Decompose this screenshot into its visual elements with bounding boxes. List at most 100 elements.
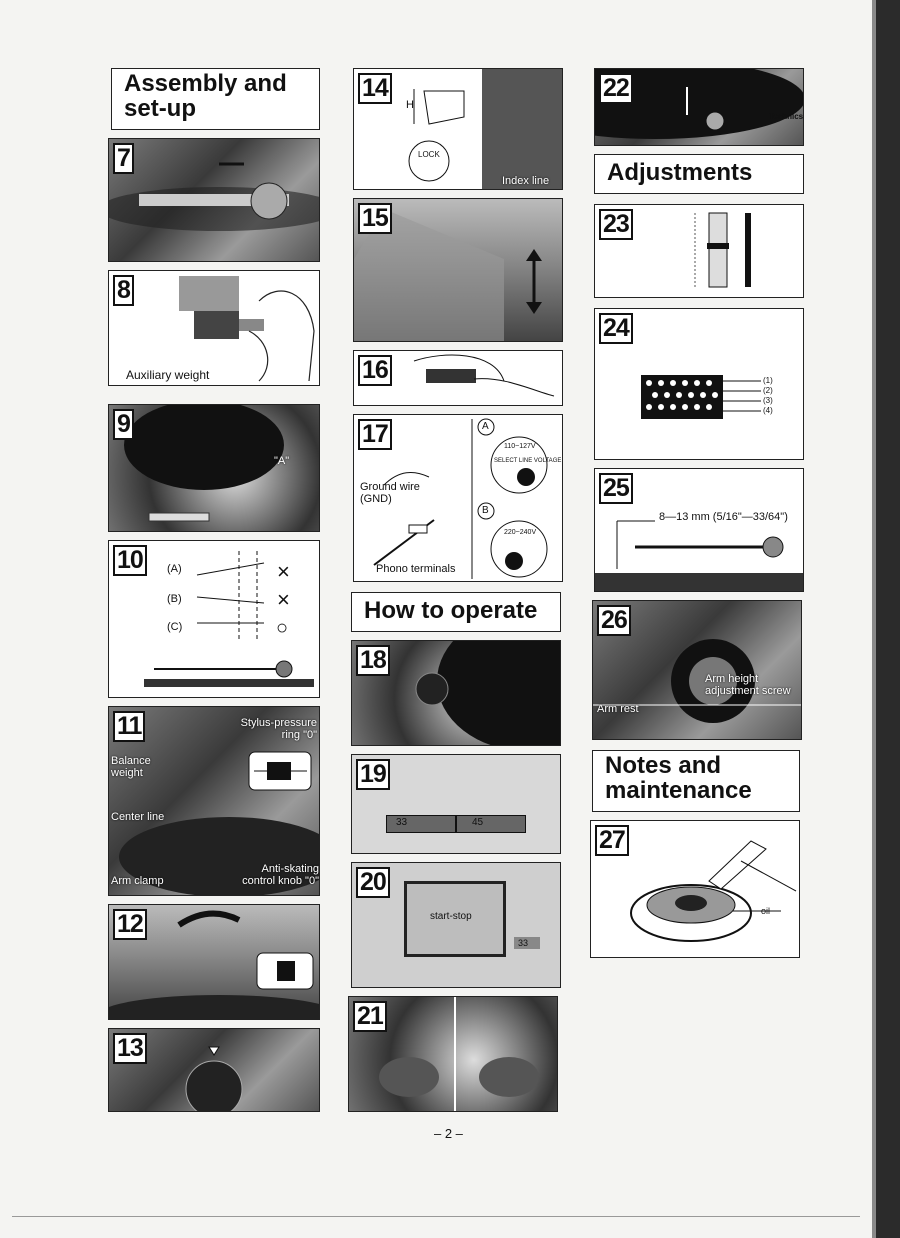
figure-number: 23 bbox=[599, 209, 633, 240]
start-stop-label: start-stop bbox=[430, 911, 472, 922]
strobe-row-1-label: (1) bbox=[763, 376, 773, 385]
platter-photo-icon bbox=[124, 405, 284, 522]
dust-cover-icon bbox=[354, 209, 542, 341]
figure-number: 24 bbox=[599, 313, 633, 344]
start-stop-button[interactable] bbox=[404, 881, 506, 957]
heading-adjustments: Adjustments bbox=[594, 154, 804, 194]
lock-label: LOCK bbox=[418, 150, 440, 159]
figure-number: 25 bbox=[599, 473, 633, 504]
figure-20: 20 start-stop 33 bbox=[351, 862, 561, 988]
counterweight-photo-icon bbox=[119, 751, 319, 895]
figure-27: 27 oil bbox=[590, 820, 800, 958]
figure-22: 22 Technics bbox=[594, 68, 804, 146]
arm-rest-label: Arm rest bbox=[597, 703, 639, 715]
strobe-row-3-label: (3) bbox=[763, 396, 773, 405]
anti-skating-label: Anti-skating control knob "0" bbox=[242, 863, 319, 887]
figure-number: 10 bbox=[113, 545, 147, 576]
heading-assembly-text: Assembly and set-up bbox=[124, 70, 287, 122]
balance-diagram-icon bbox=[144, 551, 314, 687]
figure-17: 17 Ground wire (GND) Phono terminals A B… bbox=[353, 414, 563, 582]
spindle-adjust-icon bbox=[595, 69, 803, 139]
option-a-label: (A) bbox=[167, 563, 182, 575]
scan-edge-shadow bbox=[872, 0, 876, 1238]
height-range-label: 8—13 mm (5/16"—33/64") bbox=[659, 511, 788, 523]
figure-23: 23 bbox=[594, 204, 804, 298]
option-b-label: (B) bbox=[167, 593, 182, 605]
stylus-brush-icon bbox=[413, 354, 555, 397]
stylus-pressure-ring-label: Stylus-pressure ring "0" bbox=[240, 717, 317, 741]
mark-x-b: × bbox=[277, 587, 290, 612]
heading-operate-text: How to operate bbox=[364, 597, 538, 624]
height-screw-label: Arm height adjustment screw bbox=[705, 673, 791, 697]
arm-rest-photo-icon bbox=[379, 997, 539, 1111]
ground-wire-label: Ground wire (GND) bbox=[360, 481, 420, 505]
figure-number: 15 bbox=[358, 203, 392, 234]
figure-24: 24 (1) (2) (3) (4) bbox=[594, 308, 804, 460]
figure-26: 26 Arm rest Arm height adjustment screw bbox=[592, 600, 802, 740]
oil-label: oil bbox=[761, 906, 771, 916]
wiring-diagram-icon bbox=[373, 418, 548, 579]
figure-9: 9 "A" bbox=[108, 404, 320, 532]
voltage-110-a-label: 110~127V bbox=[504, 443, 536, 450]
figure-number: 7 bbox=[113, 143, 134, 174]
technics-label: Technics bbox=[769, 112, 804, 121]
figure-number: 27 bbox=[595, 825, 629, 856]
pressure-dial-icon bbox=[185, 1046, 243, 1111]
heading-adjustments-text: Adjustments bbox=[607, 159, 753, 186]
center-line-label: Center line bbox=[111, 811, 165, 823]
arm-height-screw-photo-icon bbox=[593, 639, 801, 723]
circle-b-label: B bbox=[482, 505, 489, 516]
phono-terminals-label: Phono terminals bbox=[376, 563, 456, 575]
figure-number: 11 bbox=[113, 711, 146, 742]
figure-16: 16 bbox=[353, 350, 563, 406]
speed-33-button[interactable] bbox=[386, 815, 456, 833]
headshell-drawing-icon bbox=[408, 69, 562, 189]
figure-number: 17 bbox=[358, 419, 392, 450]
auxiliary-weight-label: Auxiliary weight bbox=[126, 368, 210, 382]
figure-12: 12 bbox=[108, 904, 320, 1020]
figure-number: 21 bbox=[353, 1001, 387, 1032]
small-33-label: 33 bbox=[514, 937, 541, 949]
speed-45-button[interactable] bbox=[456, 815, 526, 833]
arm-height-drawing-icon bbox=[595, 520, 803, 591]
heading-assembly: Assembly and set-up bbox=[111, 68, 320, 130]
speed-45-label: 45 bbox=[472, 817, 484, 828]
balance-weight-label: Balance weight bbox=[111, 755, 151, 779]
a-mark-label: "A" bbox=[274, 455, 290, 467]
arm-clamp-label: Arm clamp bbox=[111, 875, 164, 887]
auxiliary-weight-drawing-icon bbox=[179, 276, 315, 382]
figure-number: 19 bbox=[356, 759, 390, 790]
figure-11: 11 Stylus-pressure ring "0" Balance weig… bbox=[108, 706, 320, 896]
heading-notes-text: Notes and maintenance bbox=[605, 752, 752, 804]
mark-x-a: × bbox=[277, 559, 290, 584]
figure-number: 8 bbox=[113, 275, 134, 306]
figure-7: 7 bbox=[108, 138, 320, 262]
height-h-label: H bbox=[406, 99, 414, 111]
figure-18: 18 bbox=[351, 640, 561, 746]
scan-edge bbox=[876, 0, 900, 1238]
figure-15: 15 bbox=[353, 198, 563, 342]
voltage-220-b-label: 220~240V bbox=[504, 529, 537, 536]
oiling-drawing-icon bbox=[630, 840, 797, 942]
figure-10: 10 (A) (B) (C) × × ○ bbox=[108, 540, 320, 698]
power-knob-icon bbox=[415, 641, 560, 745]
tonearm-photo-icon bbox=[109, 162, 319, 231]
figure-19: 19 33 45 bbox=[351, 754, 561, 854]
strobe-dots-icon bbox=[641, 375, 761, 419]
heading-operate: How to operate bbox=[351, 592, 561, 632]
figure-13: 13 bbox=[108, 1028, 320, 1112]
figure-21: 21 bbox=[348, 996, 558, 1112]
heading-notes: Notes and maintenance bbox=[592, 750, 800, 812]
bottom-rule bbox=[12, 1216, 860, 1217]
speed-33-label: 33 bbox=[396, 817, 408, 828]
figure-8: 8 Auxiliary weight bbox=[108, 270, 320, 386]
weight-rotate-icon bbox=[109, 910, 319, 1019]
select-line-voltage-label: SELECT LINE VOLTAGE bbox=[494, 458, 562, 464]
figure-number: 13 bbox=[113, 1033, 147, 1064]
figure-number: 26 bbox=[597, 605, 631, 636]
figure-number: 20 bbox=[356, 867, 390, 898]
figure-number: 22 bbox=[599, 73, 633, 104]
strobe-row-2-label: (2) bbox=[763, 386, 773, 395]
pitch-slider-icon bbox=[694, 212, 751, 288]
option-c-label: (C) bbox=[167, 621, 183, 633]
